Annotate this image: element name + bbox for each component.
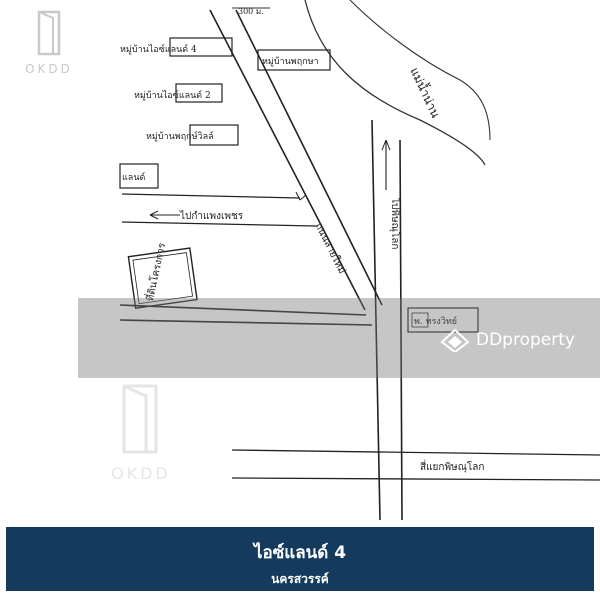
vertical-road-b xyxy=(399,139,403,521)
river-label: แม่น้ำน่าน xyxy=(407,65,444,120)
okdd-watermark-text: OKDD xyxy=(111,464,171,483)
place-box-third xyxy=(189,124,239,146)
place-box-ice4 xyxy=(169,37,233,57)
distance-label: 300 ม. xyxy=(238,7,264,16)
bottom-road-a xyxy=(231,449,600,456)
bottom-junction-label: สี่แยกพิษณุโลก xyxy=(420,459,484,473)
ddproperty-watermark: DDproperty xyxy=(440,328,575,352)
place-label-third: หมู่บ้านพฤกษ์วิลล์ xyxy=(146,130,214,142)
lower-road-b xyxy=(119,319,373,326)
place-box-left xyxy=(119,163,159,189)
place-label-top: หมู่บ้านพฤกษา xyxy=(262,56,319,67)
okdd-logo: OKDD xyxy=(14,8,84,78)
place-label-village2: หมู่บ้านไอซ์แลนด์ 2 xyxy=(134,89,211,101)
junction-box xyxy=(407,307,479,333)
ddproperty-brand: DDproperty xyxy=(476,330,575,350)
diagonal-road-a xyxy=(209,9,366,311)
caption-bar: ไอซ์แลนด์ 4 นครสวรรค์ xyxy=(6,527,594,591)
place-box-village2 xyxy=(175,83,223,103)
junction-box-label: พ. ทรงวิทย์ xyxy=(414,315,457,327)
ddproperty-logo-icon xyxy=(440,328,470,352)
bottom-road-b xyxy=(231,477,600,481)
upper-road-a xyxy=(121,193,301,199)
project-site-label: ที่ดินโครงการ xyxy=(142,241,168,303)
place-label-ice4: หมู่บ้านไอซ์แลนด์ 4 xyxy=(120,43,197,55)
upper-road-b xyxy=(121,221,317,227)
place-label-left: แลนด์ xyxy=(122,171,145,183)
upper-road-label: ไปกำแพงเพชร xyxy=(179,210,244,222)
diagonal-road-b xyxy=(235,9,383,306)
caption-title: ไอซ์แลนด์ 4 xyxy=(253,543,347,563)
river-bank-left xyxy=(304,0,486,166)
okdd-watermark-faint: OKDD xyxy=(86,380,196,500)
okdd-door-icon xyxy=(37,10,61,56)
okdd-text: OKDD xyxy=(25,62,73,76)
caption-subtitle: นครสวรรค์ xyxy=(271,572,329,586)
watermark-band xyxy=(78,298,600,378)
place-box-top xyxy=(257,49,331,71)
lower-road-a xyxy=(119,304,367,316)
vertical-road-label: ไปพิษณุโลก xyxy=(389,197,402,249)
vertical-road-a xyxy=(371,119,381,521)
river-bank-right xyxy=(349,0,491,141)
diagonal-road-label: ถนนสายใหม่ xyxy=(312,221,348,276)
okdd-watermark-icon xyxy=(122,384,158,454)
